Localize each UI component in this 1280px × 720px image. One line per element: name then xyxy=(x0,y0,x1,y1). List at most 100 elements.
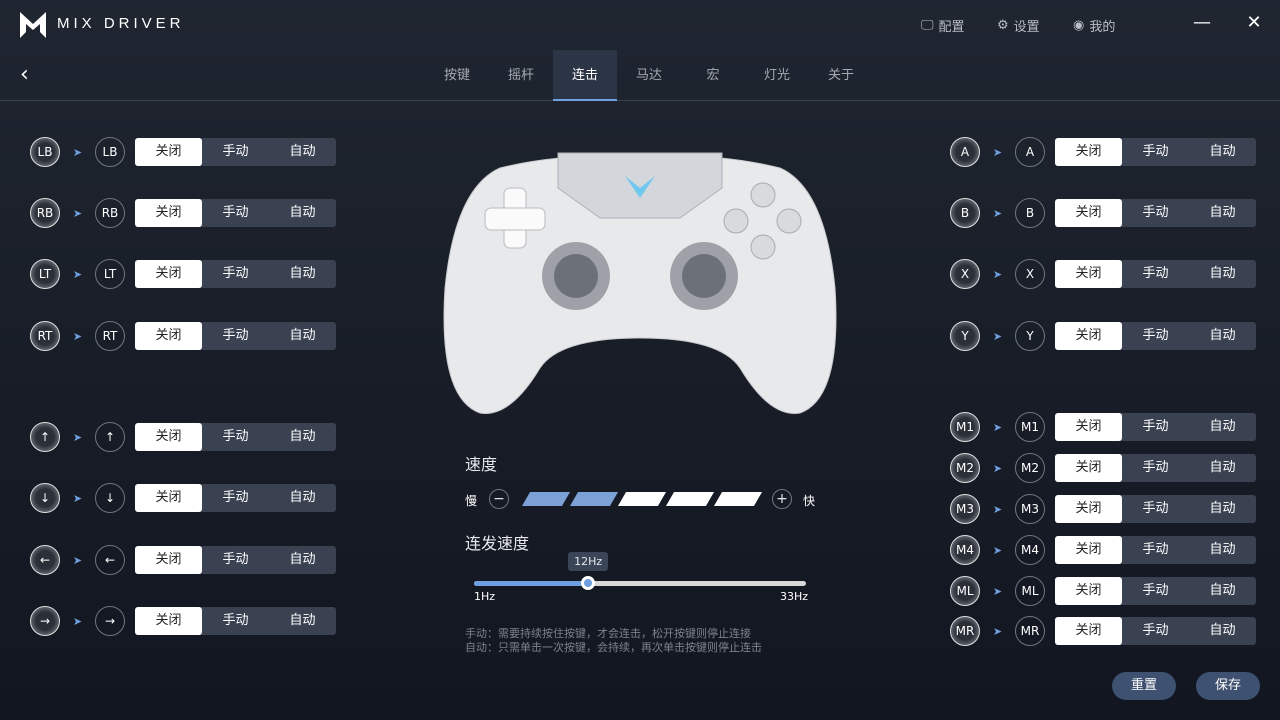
close-button[interactable]: ✕ xyxy=(1246,12,1262,33)
config-menu[interactable]: 🖵配置 xyxy=(921,16,965,35)
mode-option-off[interactable]: 关闭 xyxy=(135,423,202,451)
mode-option-manual[interactable]: 手动 xyxy=(222,429,249,444)
arrow-right-icon: ➤ xyxy=(72,206,83,220)
mode-option-auto[interactable]: 自动 xyxy=(289,266,316,281)
mode-option-auto[interactable]: 自动 xyxy=(1209,328,1236,343)
mode-option-manual[interactable]: 手动 xyxy=(1142,266,1169,281)
speed-decrease-button[interactable]: − xyxy=(489,489,509,509)
mode-option-auto[interactable]: 自动 xyxy=(289,613,316,628)
mode-option-auto[interactable]: 自动 xyxy=(1209,501,1236,516)
speed-increase-button[interactable]: + xyxy=(772,489,792,509)
mode-option-auto[interactable]: 自动 xyxy=(1209,460,1236,475)
mode-option-auto[interactable]: 自动 xyxy=(289,490,316,505)
left-rows-item: →➤→关闭手动自动 xyxy=(30,606,336,636)
mode-option-manual[interactable]: 手动 xyxy=(222,205,249,220)
speed-level-bar[interactable] xyxy=(665,492,715,506)
mode-option-auto[interactable]: 自动 xyxy=(1209,144,1236,159)
mode-option-off[interactable]: 关闭 xyxy=(1055,577,1122,605)
mode-option-auto[interactable]: 自动 xyxy=(1209,542,1236,557)
mode-option-off[interactable]: 关闭 xyxy=(1055,617,1122,645)
mode-option-off[interactable]: 关闭 xyxy=(1055,413,1122,441)
target-button-badge: LB xyxy=(95,137,125,167)
mode-option-off[interactable]: 关闭 xyxy=(1055,260,1122,288)
left-rows-item: ←➤←关闭手动自动 xyxy=(30,545,336,575)
source-button-badge: M4 xyxy=(950,535,980,565)
mode-option-off[interactable]: 关闭 xyxy=(1055,495,1122,523)
mode-option-off[interactable]: 关闭 xyxy=(1055,536,1122,564)
tab-2[interactable]: 连击 xyxy=(553,50,617,101)
mode-option-auto[interactable]: 自动 xyxy=(289,429,316,444)
speed-level-bar[interactable] xyxy=(617,492,667,506)
target-button-badge: → xyxy=(95,606,125,636)
arrow-right-icon: ➤ xyxy=(992,584,1003,598)
mode-option-off[interactable]: 关闭 xyxy=(135,138,202,166)
tab-0[interactable]: 按键 xyxy=(443,68,470,83)
mode-option-manual[interactable]: 手动 xyxy=(1142,328,1169,343)
mode-option-off[interactable]: 关闭 xyxy=(135,546,202,574)
tab-4[interactable]: 宏 xyxy=(706,68,720,83)
tab-6[interactable]: 关于 xyxy=(827,68,854,83)
mode-option-auto[interactable]: 自动 xyxy=(289,552,316,567)
source-button-badge: LB xyxy=(30,137,60,167)
save-button[interactable]: 保存 xyxy=(1196,672,1260,700)
mode-option-off[interactable]: 关闭 xyxy=(1055,322,1122,350)
mode-option-off[interactable]: 关闭 xyxy=(135,199,202,227)
mode-option-auto[interactable]: 自动 xyxy=(1209,266,1236,281)
mode-option-auto[interactable]: 自动 xyxy=(289,205,316,220)
mode-option-manual[interactable]: 手动 xyxy=(1142,460,1169,475)
mode-option-manual[interactable]: 手动 xyxy=(1142,205,1169,220)
mode-option-manual[interactable]: 手动 xyxy=(1142,419,1169,434)
back-button[interactable]: ‹ xyxy=(20,62,29,87)
mode-option-off[interactable]: 关闭 xyxy=(1055,454,1122,482)
tab-5[interactable]: 灯光 xyxy=(763,68,790,83)
mode-option-manual[interactable]: 手动 xyxy=(222,144,249,159)
speed-level-bar[interactable] xyxy=(713,492,763,506)
mode-option-auto[interactable]: 自动 xyxy=(289,328,316,343)
mode-option-auto[interactable]: 自动 xyxy=(289,144,316,159)
rate-slider-thumb[interactable] xyxy=(581,576,596,590)
speed-level-bar[interactable] xyxy=(521,492,571,506)
source-button-badge: MR xyxy=(950,616,980,646)
mode-option-off[interactable]: 关闭 xyxy=(135,607,202,635)
speed-level-bar[interactable] xyxy=(569,492,619,506)
tab-1[interactable]: 摇杆 xyxy=(507,68,534,83)
mode-option-manual[interactable]: 手动 xyxy=(1142,583,1169,598)
mode-option-manual[interactable]: 手动 xyxy=(222,328,249,343)
rate-slider[interactable] xyxy=(474,576,806,590)
mode-option-manual[interactable]: 手动 xyxy=(1142,144,1169,159)
mode-option-auto[interactable]: 自动 xyxy=(1209,205,1236,220)
mode-option-off[interactable]: 关闭 xyxy=(1055,199,1122,227)
mode-option-off[interactable]: 关闭 xyxy=(1055,138,1122,166)
mode-option-auto[interactable]: 自动 xyxy=(1209,583,1236,598)
mode-option-manual[interactable]: 手动 xyxy=(1142,542,1169,557)
mode-option-off[interactable]: 关闭 xyxy=(135,484,202,512)
mode-option-manual[interactable]: 手动 xyxy=(222,613,249,628)
minimize-button[interactable]: — xyxy=(1193,12,1211,33)
mode-option-manual[interactable]: 手动 xyxy=(222,552,249,567)
profile-label: 我的 xyxy=(1089,20,1116,35)
manual-note: 手动：需要持续按住按键，才会连击，松开按键则停止连接 xyxy=(465,627,751,640)
mode-option-manual[interactable]: 手动 xyxy=(222,490,249,505)
gear-icon: ⚙ xyxy=(997,18,1009,33)
settings-menu[interactable]: ⚙设置 xyxy=(997,16,1040,35)
target-button-badge: RT xyxy=(95,321,125,351)
mode-option-off[interactable]: 关闭 xyxy=(135,260,202,288)
mode-option-manual[interactable]: 手动 xyxy=(1142,501,1169,516)
mode-option-manual[interactable]: 手动 xyxy=(222,266,249,281)
profile-menu[interactable]: ◉我的 xyxy=(1073,16,1115,35)
mode-option-manual[interactable]: 手动 xyxy=(1142,623,1169,638)
tab-3[interactable]: 马达 xyxy=(635,68,662,83)
reset-button[interactable]: 重置 xyxy=(1112,672,1176,700)
turbo-mode-selector: 关闭 手动 自动 xyxy=(1055,536,1256,564)
mode-option-auto[interactable]: 自动 xyxy=(1209,623,1236,638)
target-button-badge: X xyxy=(1015,259,1045,289)
mode-option-off[interactable]: 关闭 xyxy=(135,322,202,350)
source-button-badge: M3 xyxy=(950,494,980,524)
arrow-right-icon: ➤ xyxy=(72,491,83,505)
mode-option-auto[interactable]: 自动 xyxy=(1209,419,1236,434)
